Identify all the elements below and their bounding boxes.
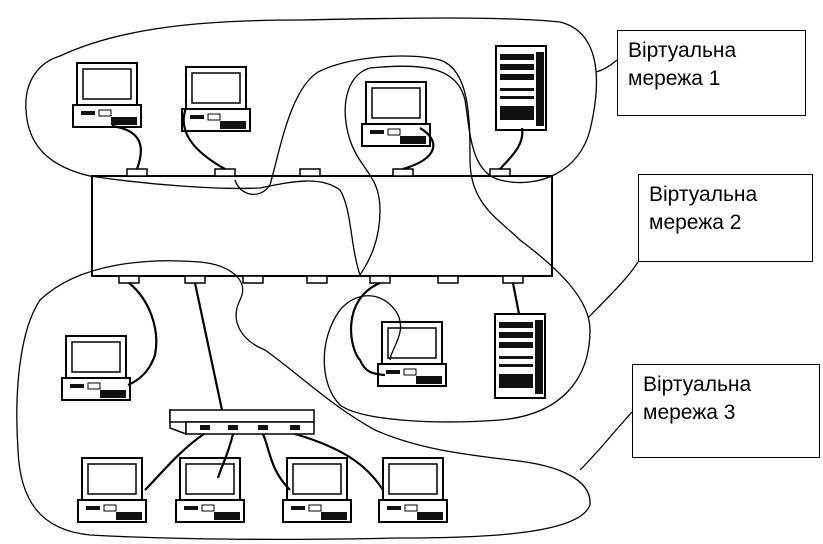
callout-line: Віртуальна [643,373,752,396]
callout-virtual-network-1: Віртуальна мережа 1 [617,30,806,116]
server-icon [495,45,547,131]
vlan-boundaries [16,17,598,540]
workstation-icon [378,457,448,523]
workstation-icon [72,62,142,128]
callout-line: мережа 1 [628,67,721,90]
server-icon [494,313,546,399]
workstation-icon [181,66,251,132]
switch-ports-top [126,168,511,177]
vlan2-boundary [234,55,591,423]
callout-virtual-network-2: Віртуальна мережа 2 [638,174,813,262]
workstation-icon [77,457,147,523]
callout-line: Віртуальна [649,183,758,206]
callout-line: мережа 3 [643,401,736,424]
callout-line: Віртуальна [628,39,737,62]
vlan3-boundary [16,260,591,540]
switch-device [91,175,553,277]
switch-ports-bottom [118,275,524,284]
callout-virtual-network-3: Віртуальна мережа 3 [632,364,820,458]
cables [111,107,524,491]
callout-line: мережа 2 [649,211,742,234]
workstation-icon [61,335,131,401]
workstation-icon [175,457,245,523]
workstation-icon [377,321,447,387]
callout-leaders [579,59,639,471]
workstation-icon [361,81,431,147]
vlan1-boundary [25,17,598,277]
workstation-icon [282,457,352,523]
hub-device [169,408,315,436]
